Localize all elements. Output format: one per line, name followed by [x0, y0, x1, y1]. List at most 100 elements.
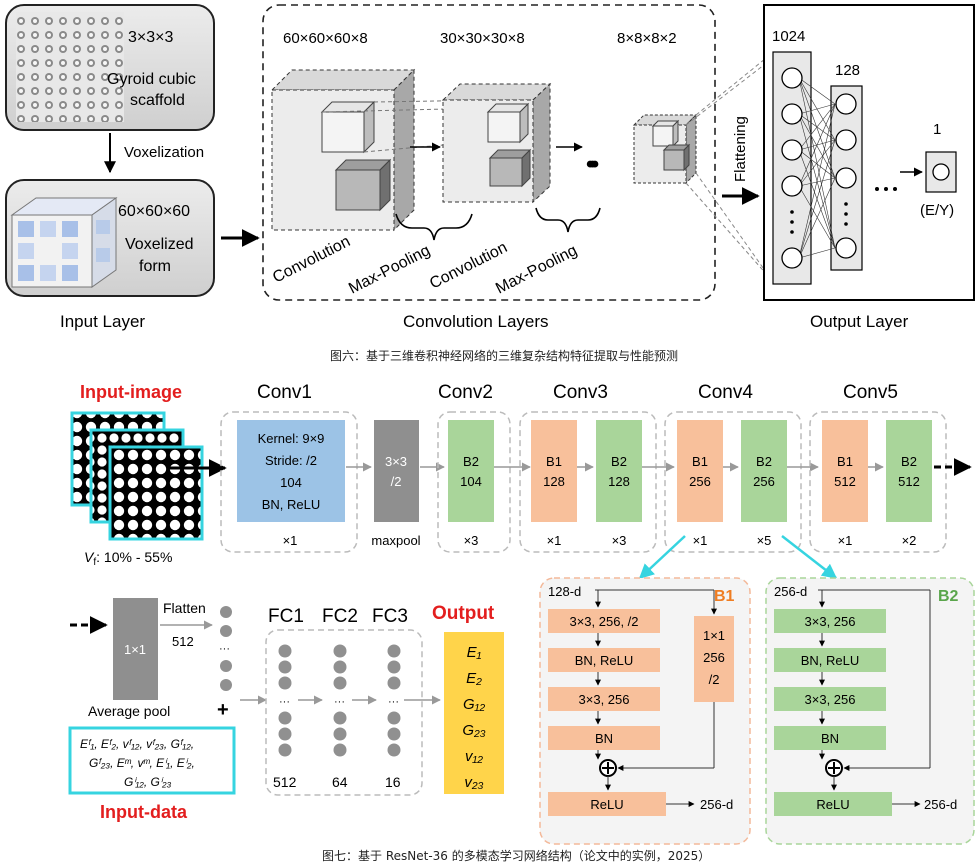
b1-conv2 [548, 687, 660, 711]
voxel-cube-image [10, 197, 118, 288]
conv3-title: Conv3 [553, 382, 608, 403]
b1-conv2-label: 3×3, 256 [579, 692, 630, 707]
flatten-projection-lines [685, 49, 777, 286]
conv5-b1-line-2: 512 [834, 474, 856, 489]
conv5-b1-multiplier: ×1 [838, 533, 853, 548]
avg-pool-box-label: 1×1 [124, 642, 146, 657]
conv3-b2-block [596, 420, 642, 522]
max-pooling-label-1: Max-Pooling [346, 242, 433, 298]
conv-ellipsis: ••• [586, 151, 599, 178]
conv-dims-2: 30×30×30×8 [440, 30, 525, 47]
conv5-b2-line-1: B2 [901, 454, 917, 469]
gyroid-image [16, 12, 124, 122]
b1-relu-label: ReLU [590, 797, 623, 812]
b2-conv1 [774, 609, 886, 633]
b2-bn-relu-label: BN, ReLU [801, 653, 860, 668]
voxelization-label: Voxelization [124, 144, 204, 161]
conv2-group [437, 411, 511, 553]
conv1-line-1: Kernel: 9×9 [258, 431, 325, 446]
input-data-title: Input-data [100, 802, 188, 822]
b1-skip-line-2: 256 [703, 650, 725, 665]
brace-1 [395, 213, 473, 241]
neurons-1024 [781, 67, 803, 269]
avg-pool-label: Average pool [88, 703, 170, 719]
fc1-title: FC1 [268, 606, 304, 627]
output-v12: v₁₂ [465, 748, 483, 765]
voxelized-label-2: form [139, 258, 171, 275]
b1-skip-line-3: /2 [709, 672, 720, 687]
b1-bn-relu-label: BN, ReLU [575, 653, 634, 668]
output-e1: E₁ [467, 644, 482, 661]
conv1-group [220, 411, 358, 553]
b2-detail-panel: B2 256-d 3×3, 256 BN, ReLU 3×3, 256 BN R… [765, 577, 975, 845]
maxpool-line-2: /2 [391, 474, 402, 489]
brace-2 [535, 207, 601, 233]
conv5-b2-multiplier: ×2 [902, 533, 917, 548]
b2-bn-label: BN [821, 731, 839, 746]
fc3-ellipsis: ··· [388, 696, 399, 708]
gyroid-scaffold-panel: 3×3×3 Gyroid cubic scaffold [5, 4, 215, 131]
b2-relu-label: ReLU [816, 797, 849, 812]
conv-layers-label: Convolution Layers [403, 312, 549, 331]
input-data-line-1: Eᶠ₁, Eᶠ₂, vᶠ₁₂, vᶠ₂₃, Gᶠ₁₂, [80, 737, 194, 751]
concat-plus: + [217, 699, 229, 721]
conv4-group [664, 411, 802, 553]
conv5-b1-line-1: B1 [837, 454, 853, 469]
voxelized-form-panel: 60×60×60 Voxelized form [5, 179, 215, 297]
neurons-128 [835, 93, 857, 259]
conv4-b1-line-2: 256 [689, 474, 711, 489]
conv4-b1-line-1: B1 [692, 454, 708, 469]
b1-relu [548, 792, 666, 816]
kernel-cube-2 [486, 102, 530, 144]
conv4-b2-line-2: 256 [753, 474, 775, 489]
conv4-b2-multiplier: ×5 [757, 533, 772, 548]
output-target-label: (E/Y) [920, 202, 954, 219]
conv5-b1-block [822, 420, 868, 522]
conv2-block [448, 420, 494, 522]
pooled-cube-1 [334, 158, 392, 212]
convolution-label-1: Convolution [270, 233, 353, 287]
conv4-title: Conv4 [698, 382, 753, 403]
figure-7-caption: 图七：基于 ResNet-36 的多模态学习网络结构（论文中的实例，2025） [322, 848, 710, 863]
output-e2: E₂ [466, 670, 482, 687]
conv3-b1-multiplier: ×1 [547, 533, 562, 548]
scaffold-label-1: Gyroid cubic [107, 71, 196, 88]
output-g12: G₁₂ [463, 696, 485, 713]
b1-bn-label: BN [595, 731, 613, 746]
fc3-title: FC3 [372, 606, 408, 627]
conv3-group [519, 411, 657, 553]
neurons-1024-label: 1024 [772, 28, 805, 45]
flatten-neurons [220, 606, 232, 691]
maxpool-label: maxpool [371, 533, 420, 548]
conv-dims-3: 8×8×8×2 [617, 30, 677, 47]
conv5-title: Conv5 [843, 382, 898, 403]
input-data-line-2: Gᶠ₂₃, Eᵐ, vᵐ, Eⁱ₁, Eⁱ₂, [89, 756, 195, 770]
fc2-title: FC2 [322, 606, 358, 627]
neurons-128-label: 128 [835, 62, 860, 79]
conv-dims-1: 60×60×60×8 [283, 30, 368, 47]
conv3-b2-multiplier: ×3 [612, 533, 627, 548]
kernel-cube-3 [651, 119, 680, 148]
input-image-title: Input-image [80, 382, 182, 402]
output-v23: v₂₃ [464, 774, 483, 791]
fc2-neurons [333, 644, 347, 757]
input-image-stack [70, 411, 204, 541]
output-hdots [875, 187, 897, 191]
input-data-box [68, 726, 236, 795]
b1-conv1-label: 3×3, 256, /2 [569, 614, 638, 629]
conv3-b1-line-1: B1 [546, 454, 562, 469]
b1-detail-pointer [638, 535, 686, 580]
output-g23: G₂₃ [462, 722, 485, 739]
b2-output-dim: 256-d [924, 797, 957, 812]
b2-conv2-label: 3×3, 256 [805, 692, 856, 707]
conv3-b2-line-2: 128 [608, 474, 630, 489]
b2-bn-relu [774, 648, 886, 672]
b1-output-dim: 256-d [700, 797, 733, 812]
flatten-ellipsis: ··· [219, 643, 230, 655]
b1-skip-line-1: 1×1 [703, 628, 725, 643]
maxpool-block [374, 420, 419, 522]
input-data-line-3: Gⁱ₁₂, Gⁱ₂₃ [124, 775, 172, 789]
conv5-b2-block [886, 420, 932, 522]
b2-detail-title: B2 [938, 588, 959, 605]
